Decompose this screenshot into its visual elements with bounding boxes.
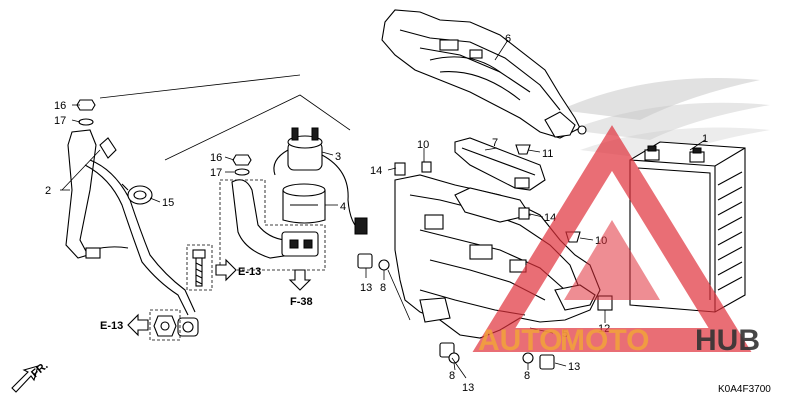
battery-band-part-7: [454, 137, 546, 191]
callout-17-mid: 17: [210, 167, 222, 179]
callout-10-top: 10: [417, 139, 429, 151]
front-arrow: FR.: [11, 360, 51, 393]
bolt-e13: [186, 244, 213, 291]
watermark-hub: HUB: [695, 324, 760, 357]
ref-e13-left: E-13: [100, 313, 149, 337]
ref-f38-label: F-38: [290, 296, 313, 308]
ref-e13-left-label: E-13: [100, 320, 123, 332]
battery-tray-part-5: [394, 174, 601, 339]
callout-4: 4: [340, 201, 346, 213]
nuts-16-17: [76, 99, 252, 176]
watermark-moto: MOTO: [560, 324, 649, 357]
callout-14-top: 14: [370, 165, 382, 177]
callout-3: 3: [335, 151, 341, 163]
battery-cable-part-2: [65, 129, 196, 316]
callout-16-left: 16: [54, 100, 66, 112]
callout-11: 11: [542, 148, 553, 160]
automotohub-watermark: AUTO MOTO HUB: [472, 125, 760, 357]
callout-8-bottom: 8: [449, 370, 455, 382]
battery-cover-part-6: [381, 9, 587, 139]
callout-16-mid: 16: [210, 152, 222, 164]
cable-clamp-part-15: [121, 183, 153, 205]
diagram-code: K0A4F3700: [718, 384, 771, 395]
callout-1: 1: [702, 133, 708, 145]
callout-17-left: 17: [54, 115, 66, 127]
callout-6: 6: [505, 33, 511, 45]
ref-f38: F-38: [288, 269, 313, 308]
callout-8-right: 8: [524, 370, 530, 382]
ref-e13-right-label: E-13: [238, 266, 261, 278]
callout-8-left: 8: [380, 282, 386, 294]
callout-15: 15: [162, 197, 174, 209]
callout-13-bottom: 13: [462, 382, 474, 394]
leader-lines: [60, 39, 706, 379]
nut-e13: [149, 309, 181, 341]
starter-relay-part-3: [273, 127, 368, 235]
relay-rubber-mount-part-4: [282, 183, 326, 224]
callout-13-left: 13: [360, 282, 372, 294]
callout-2: 2: [45, 185, 51, 197]
battery-part-1: [629, 141, 746, 313]
ref-e13-right: E-13: [215, 258, 261, 282]
callout-13-right: 13: [568, 361, 580, 373]
callout-7: 7: [492, 137, 498, 149]
watermark-auto: AUTO: [478, 324, 562, 357]
battery-terminal-clip: [177, 317, 199, 337]
